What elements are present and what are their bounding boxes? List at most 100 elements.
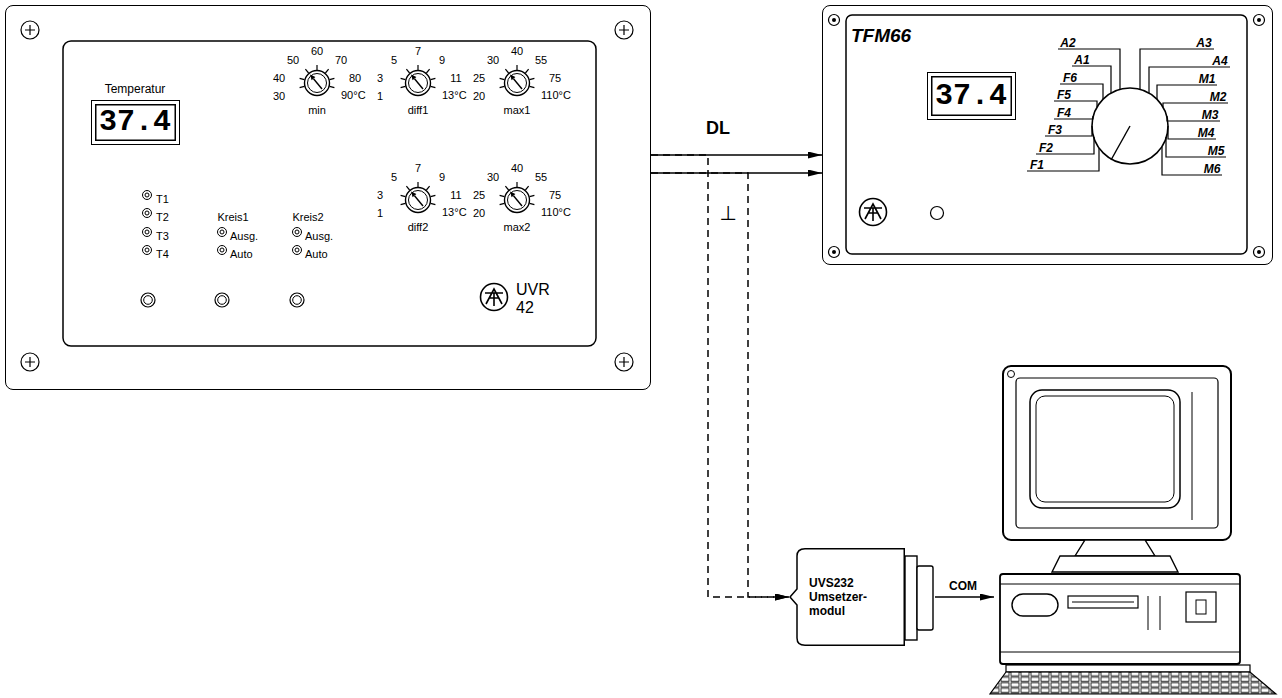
scale-value: 25 bbox=[473, 72, 485, 84]
scale-value: 25 bbox=[473, 189, 485, 201]
com-link bbox=[935, 596, 994, 598]
dial-pointer bbox=[1111, 126, 1130, 160]
drive-details bbox=[1072, 596, 1160, 630]
scale-value: 9 bbox=[439, 54, 445, 66]
data-line-branch bbox=[651, 155, 789, 597]
channel-label: M4 bbox=[1198, 127, 1215, 140]
computer-case bbox=[1000, 574, 1240, 664]
display-value: 37.4 bbox=[935, 80, 1007, 112]
led-symbol bbox=[143, 246, 152, 255]
channel-label: F1 bbox=[1030, 159, 1044, 172]
screw bbox=[21, 353, 39, 371]
led-symbol bbox=[143, 228, 152, 237]
monitor-bezel bbox=[1016, 378, 1218, 528]
indicator-label: Ausg. bbox=[230, 230, 258, 242]
indicator-label: Auto bbox=[305, 248, 328, 260]
scale-value: 60 bbox=[311, 45, 323, 57]
scale-value: 5 bbox=[391, 171, 397, 183]
scale-value: 20 bbox=[473, 207, 485, 219]
indicator-label: T1 bbox=[156, 193, 169, 205]
screw bbox=[615, 21, 633, 39]
scale-value: 110°C bbox=[541, 206, 571, 218]
rotary-knob bbox=[401, 65, 436, 96]
case-lines bbox=[1000, 584, 1240, 652]
rotary-knob bbox=[300, 65, 335, 96]
led-symbol bbox=[143, 191, 152, 200]
channel-label: F2 bbox=[1039, 142, 1053, 155]
selector-dial bbox=[1092, 88, 1168, 164]
push-button bbox=[141, 293, 155, 307]
channel-label: F4 bbox=[1057, 107, 1071, 120]
drive-bay-detail bbox=[1196, 600, 1206, 614]
scale-value: 30 bbox=[487, 171, 499, 183]
device-name: TFM66 bbox=[851, 25, 911, 47]
channel-label: A1 bbox=[1074, 54, 1089, 67]
screw bbox=[1254, 247, 1265, 258]
scale-value: 50 bbox=[287, 54, 299, 66]
screw bbox=[829, 15, 840, 26]
plug-body bbox=[905, 556, 917, 640]
scale-value: 30 bbox=[273, 90, 285, 102]
channel-label: F3 bbox=[1048, 124, 1062, 137]
knob-name: max2 bbox=[504, 221, 531, 233]
monitor-screen bbox=[1030, 390, 1180, 508]
channel-label: F5 bbox=[1057, 89, 1071, 102]
indicator-label: Kreis2 bbox=[292, 211, 323, 223]
data-line-branch bbox=[651, 173, 789, 597]
led-symbol bbox=[143, 209, 152, 218]
display-heading: Temperatur bbox=[105, 82, 166, 96]
channel-label: M2 bbox=[1210, 91, 1227, 104]
power-led bbox=[1008, 371, 1015, 378]
rotary-knob bbox=[500, 182, 535, 213]
scale-value: 40 bbox=[511, 162, 523, 174]
scale-value: 55 bbox=[535, 54, 547, 66]
scale-value: 90°C bbox=[341, 89, 366, 101]
temperature-display: Temperatur37.4 bbox=[91, 82, 180, 145]
scale-value: 13°C bbox=[442, 206, 467, 218]
scale-value: 9 bbox=[439, 171, 445, 183]
indicator-label: T2 bbox=[156, 211, 169, 223]
leader-line bbox=[1157, 85, 1217, 99]
rotary-knob bbox=[401, 182, 436, 213]
converter-module: UVS232 Umsetzer- modul bbox=[789, 548, 905, 646]
scale-value: 7 bbox=[415, 45, 421, 57]
scale-value: 30 bbox=[487, 54, 499, 66]
channel-label: M6 bbox=[1204, 163, 1221, 176]
knob-name: min bbox=[308, 104, 326, 116]
status-led bbox=[931, 207, 944, 220]
indicator-label: Kreis1 bbox=[217, 211, 248, 223]
indicator-label: T4 bbox=[156, 248, 169, 260]
dial-leader-lines bbox=[1027, 49, 1230, 175]
monitor-base bbox=[1052, 556, 1178, 572]
keyboard bbox=[990, 672, 1276, 694]
brand-logo bbox=[481, 284, 508, 311]
channel-label: A2 bbox=[1060, 37, 1075, 50]
scale-value: 75 bbox=[549, 189, 561, 201]
scale-value: 11 bbox=[450, 189, 461, 201]
scale-value: 11 bbox=[450, 72, 461, 84]
front-panel bbox=[63, 41, 596, 346]
channel-label: F6 bbox=[1063, 72, 1077, 85]
module-name: UVS232 Umsetzer- modul bbox=[789, 576, 891, 618]
drive-slot bbox=[1012, 594, 1058, 616]
screw bbox=[1254, 15, 1265, 26]
leader-line bbox=[1072, 66, 1111, 93]
scale-value: 13°C bbox=[442, 89, 467, 101]
channel-label: M1 bbox=[1199, 73, 1216, 86]
led-symbol bbox=[218, 228, 227, 237]
scale-value: 80 bbox=[349, 72, 361, 84]
scale-value: 7 bbox=[415, 162, 421, 174]
leader-line bbox=[1149, 67, 1230, 93]
port-label: COM bbox=[949, 580, 977, 593]
front-panel bbox=[846, 15, 1247, 254]
remote-display: 37.4 bbox=[927, 72, 1016, 120]
drive-bay bbox=[1186, 592, 1216, 622]
led-symbol bbox=[218, 246, 227, 255]
channel-label: A4 bbox=[1212, 55, 1227, 68]
screw bbox=[615, 353, 633, 371]
module-outline-path bbox=[790, 549, 904, 646]
screw bbox=[829, 247, 840, 258]
